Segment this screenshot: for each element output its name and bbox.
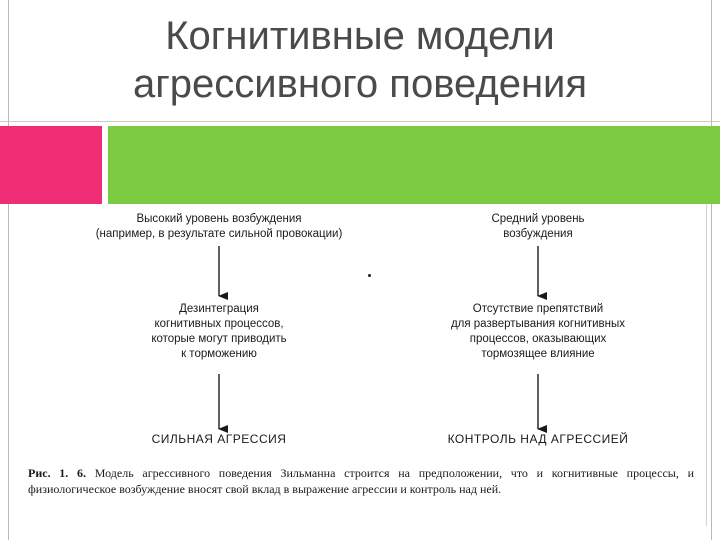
right-middle-node: Отсутствие препятствий для развертывания…	[450, 303, 626, 360]
figure-image: Высокий уровень возбуждения (например, в…	[14, 204, 707, 526]
slide-title: Когнитивные модели агрессивного поведени…	[0, 12, 720, 108]
figure-caption-label: Рис. 1. 6.	[28, 466, 87, 480]
green-accent-block	[108, 126, 720, 204]
slide-title-line2: агрессивного поведения	[132, 62, 588, 106]
slide-frame-right	[711, 0, 712, 540]
flow-arrows	[218, 246, 547, 433]
title-divider	[0, 121, 720, 122]
figure-caption: Рис. 1. 6. Модель агрессивного поведения…	[28, 466, 694, 497]
slide-title-line1: Когнитивные модели	[165, 14, 555, 58]
stray-dot	[368, 274, 371, 277]
left-top-node: Высокий уровень возбуждения (например, в…	[95, 213, 343, 240]
left-middle-node: Дезинтеграция когнитивных процессов, кот…	[151, 303, 287, 360]
left-result-node: СИЛЬНАЯ АГРЕССИЯ	[151, 432, 287, 446]
right-top-node: Средний уровень возбуждения	[491, 213, 585, 240]
slide-frame-left	[8, 0, 9, 540]
title-area: Когнитивные модели агрессивного поведени…	[0, 0, 720, 120]
pink-accent-block	[0, 126, 102, 204]
figure-caption-text: Модель агрессивного поведения Зильманна …	[28, 466, 694, 496]
right-result-node: КОНТРОЛЬ НАД АГРЕССИЕЙ	[447, 432, 629, 446]
